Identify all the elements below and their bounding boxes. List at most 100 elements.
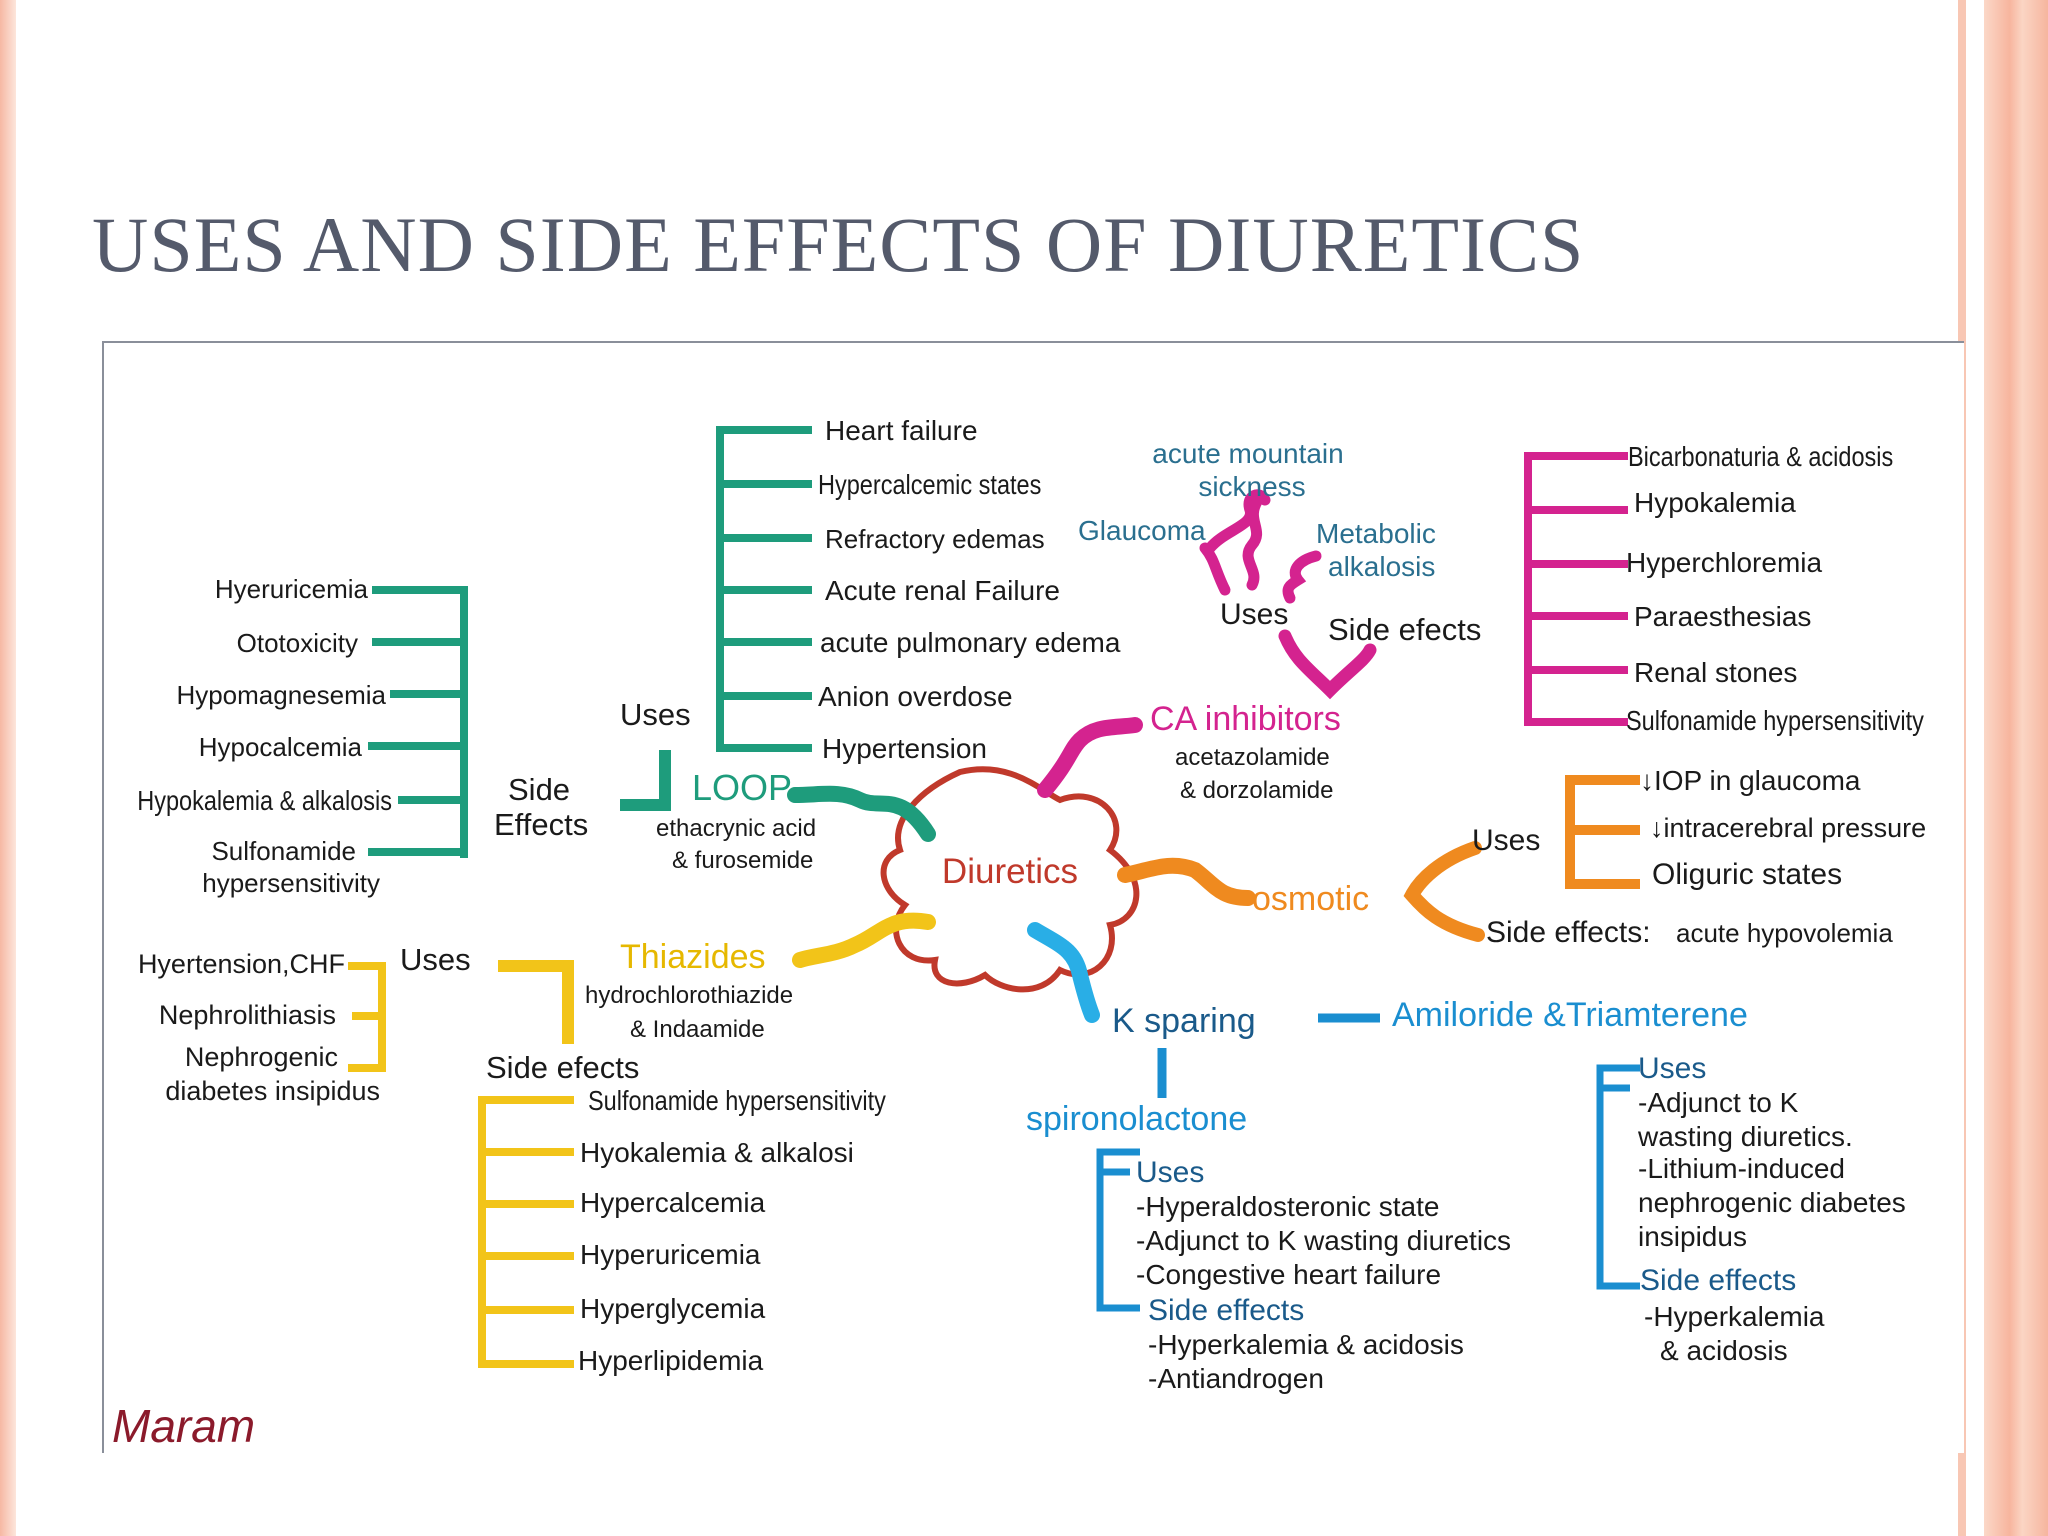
osmotic-name: osmotic (1252, 880, 1369, 918)
ca-name: CA inhibitors (1150, 700, 1341, 738)
loop-side-item: Hypokalemia & alkalosis (137, 786, 392, 816)
thiazide-side-item: Hyperuricemia (580, 1239, 761, 1270)
osmotic-uses-label: Uses (1472, 824, 1540, 857)
amiloride-side-label: Side effects (1640, 1264, 1796, 1297)
ca-side-label: Side efects (1328, 612, 1481, 647)
thiazide-uses-label: Uses (400, 942, 471, 977)
spironolactone-name: spironolactone (1026, 1100, 1247, 1138)
ca-use-metabolic-1: Metabolic (1316, 518, 1436, 549)
loop-uses-ticks (716, 426, 812, 752)
center-label: Diuretics (942, 852, 1078, 891)
thiazide-uses-bracket (348, 962, 386, 1072)
ksparing-connector (1027, 922, 1100, 1023)
loop-side-item: Ototoxicity (237, 628, 358, 658)
thiazide-side-item: Hyperlipidemia (578, 1345, 764, 1376)
ca-drug-1: acetazolamide (1175, 744, 1330, 771)
loop-group: LOOP ethacrynic acid & furosemide Uses S… (137, 415, 1121, 898)
amiloride-use-item: wasting diuretics. (1637, 1121, 1853, 1152)
loop-connector (787, 785, 936, 842)
thiazide-drug-2: & Indaamide (630, 1016, 765, 1043)
thiazide-name: Thiazides (620, 938, 766, 976)
thiazide-connector (792, 912, 936, 968)
ca-side-item: Paraesthesias (1634, 601, 1811, 632)
amiloride-use-item: insipidus (1638, 1221, 1747, 1252)
osmotic-group: osmotic Uses ↓IOP in glaucoma ↓intracere… (1252, 765, 1926, 949)
amiloride-use-item: -Adjunct to K (1638, 1087, 1799, 1118)
loop-side-label-2: Effects (494, 807, 588, 842)
ca-connector (1037, 717, 1143, 798)
ca-squiggle (1278, 629, 1377, 700)
thiazide-side-item: Hyperglycemia (580, 1293, 766, 1324)
slide-left-border (0, 0, 16, 1536)
ca-use-glaucoma: Glaucoma (1078, 515, 1206, 546)
thiazide-group: Thiazides hydrochlorothiazide & Indaamid… (138, 938, 886, 1376)
amiloride-use-item: nephrogenic diabetes (1638, 1187, 1906, 1218)
osmotic-side-label: Side effects: (1486, 916, 1651, 949)
loop-use-item: acute pulmonary edema (820, 627, 1121, 658)
loop-side-label-1: Side (508, 772, 570, 807)
thiazide-use-item: Hyertension,CHF (138, 949, 345, 979)
osmotic-use-item: Oliguric states (1652, 858, 1842, 891)
ca-drug-2: & dorzolamide (1180, 777, 1333, 804)
amiloride-side-item: -Hyperkalemia (1644, 1301, 1825, 1332)
ca-use-metabolic-2: alkalosis (1328, 551, 1435, 582)
osmotic-uses-bracket (1565, 775, 1640, 889)
loop-mini-bracket (620, 750, 671, 811)
loop-use-item: Hypercalcemic states (818, 470, 1041, 500)
loop-side-item: Hypomagnesemia (176, 680, 386, 710)
osmotic-use-item: ↓IOP in glaucoma (1640, 765, 1861, 796)
amiloride-uses-label: Uses (1638, 1052, 1706, 1085)
thiazide-side-item: Sulfonamide hypersensitivity (588, 1086, 886, 1116)
ca-side-item: Bicarbonaturia & acidosis (1628, 442, 1893, 472)
author-signature: Maram (112, 1400, 255, 1452)
slide-title: USES AND SIDE EFFECTS OF DIURETICS (92, 201, 1585, 288)
slide-right-border (1984, 0, 2048, 1536)
thiazide-side-ticks (478, 1096, 574, 1368)
spironolactone-use-item: -Adjunct to K wasting diuretics (1136, 1225, 1511, 1256)
loop-drug-2: & furosemide (672, 847, 813, 874)
loop-use-item: Anion overdose (818, 681, 1013, 712)
ca-use-acute-2: sickness (1198, 471, 1305, 502)
spironolactone-use-item: -Hyperaldosteronic state (1136, 1191, 1439, 1222)
ca-squiggle (1199, 542, 1231, 596)
loop-use-item: Heart failure (825, 415, 978, 446)
loop-side-ticks (368, 586, 468, 856)
loop-use-item: Acute renal Failure (825, 575, 1060, 606)
amiloride-name: Amiloride &Triamterene (1392, 996, 1748, 1034)
osmotic-connector (1117, 857, 1256, 906)
ca-squiggle (1282, 550, 1322, 604)
spironolactone-side-item: -Antiandrogen (1148, 1363, 1324, 1394)
ca-use-acute-1: acute mountain (1152, 438, 1343, 469)
ca-side-item: Hypokalemia (1634, 487, 1796, 518)
loop-name: LOOP (692, 767, 792, 808)
osmotic-side-value: acute hypovolemia (1676, 918, 1893, 948)
center-blob (880, 766, 1140, 993)
amiloride-use-item: -Lithium-induced (1638, 1153, 1845, 1184)
spironolactone-use-item: -Congestive heart failure (1136, 1259, 1441, 1290)
ksparing-group: K sparing Amiloride &Triamterene spirono… (1026, 996, 1906, 1394)
ksparing-name: K sparing (1112, 1002, 1256, 1040)
loop-use-item: Refractory edemas (825, 524, 1045, 554)
loop-side-item: Hyeruricemia (215, 574, 369, 604)
spironolactone-uses-label: Uses (1136, 1156, 1204, 1189)
thiazide-mini-bracket (498, 960, 574, 1044)
ca-side-ticks (1524, 452, 1628, 726)
loop-use-item: Hypertension (822, 733, 987, 764)
loop-uses-label: Uses (620, 697, 691, 732)
loop-drug-1: ethacrynic acid (656, 815, 816, 842)
thiazide-use-item: Nephrogenic (185, 1042, 338, 1072)
thiazide-side-item: Hypercalcemia (580, 1187, 766, 1218)
loop-side-item: hypersensitivity (202, 868, 380, 898)
osmotic-use-item: ↓intracerebral pressure (1650, 813, 1926, 843)
spironolactone-bracket (1096, 1148, 1140, 1312)
thiazide-use-item: diabetes insipidus (165, 1076, 380, 1106)
ca-side-item: Sulfonamide hypersensitivity (1626, 706, 1924, 736)
loop-side-item: Hypocalcemia (199, 732, 363, 762)
thiazide-use-item: Nephrolithiasis (159, 1000, 336, 1030)
osmotic-fork (1403, 841, 1485, 942)
ca-side-item: Hyperchloremia (1626, 547, 1822, 578)
spironolactone-side-item: -Hyperkalemia & acidosis (1148, 1329, 1464, 1360)
ca-uses-label: Uses (1220, 598, 1288, 631)
thiazide-side-item: Hyokalemia & alkalosi (580, 1137, 854, 1168)
amiloride-side-item: & acidosis (1660, 1335, 1788, 1366)
